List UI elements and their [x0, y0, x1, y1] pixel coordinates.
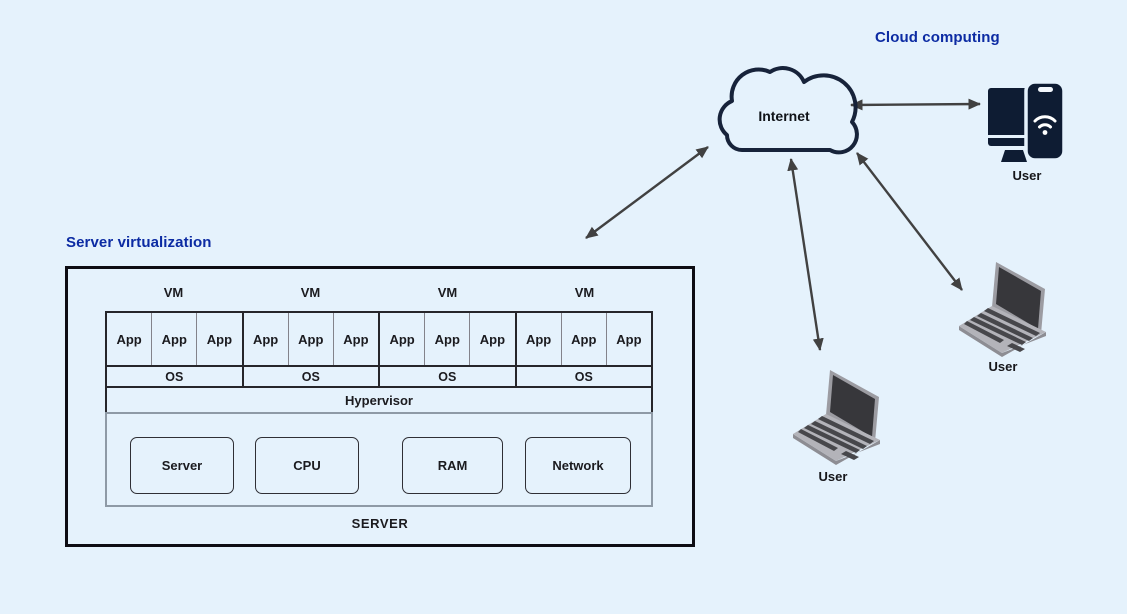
- arrow-cloud-to-serverbox: [585, 146, 709, 239]
- resource-box-network: Network: [525, 437, 631, 494]
- vm-label: VM: [574, 285, 595, 300]
- cloud-icon: [717, 66, 859, 155]
- vm-label: VM: [300, 285, 321, 300]
- internet-label: Internet: [758, 108, 810, 124]
- internet-cloud: Internet: [706, 58, 864, 156]
- app-table: App App App App App App App App App App …: [105, 311, 653, 367]
- vm-label: VM: [163, 285, 184, 300]
- vm-group: App App App: [244, 313, 380, 365]
- server-virtualization-title: Server virtualization: [66, 234, 212, 251]
- vm-labels-row: VM VM VM VM: [105, 285, 653, 303]
- app-cell: App: [616, 331, 642, 347]
- app-cell: App: [425, 313, 471, 365]
- arrow-cloud-to-laptop-right: [856, 152, 963, 291]
- vm-group: App App App: [517, 313, 652, 365]
- app-cell: App: [380, 313, 426, 365]
- server-caption: SERVER: [351, 516, 409, 531]
- app-cell: App: [289, 313, 334, 365]
- app-cell: App: [206, 331, 233, 347]
- app-cell: App: [479, 331, 506, 347]
- app-cell: App: [152, 313, 198, 365]
- os-cell: OS: [244, 367, 380, 386]
- app-cell: App: [244, 313, 289, 365]
- cloud-computing-title: Cloud computing: [875, 29, 1000, 46]
- resource-box-server: Server: [130, 437, 234, 494]
- user-laptop-left-label: User: [818, 469, 848, 484]
- user-laptop-right-label: User: [988, 359, 1018, 374]
- server-virtualization-box: [65, 266, 695, 547]
- resource-box-ram: RAM: [402, 437, 503, 494]
- laptop-icon: [959, 262, 1046, 357]
- os-cell: OS: [574, 369, 593, 384]
- vm-group: App App App: [107, 313, 244, 365]
- os-cell: OS: [107, 367, 244, 386]
- app-cell: App: [343, 331, 369, 347]
- monitor-phone-icon: [988, 80, 1066, 162]
- hypervisor-bar: Hypervisor: [105, 386, 653, 414]
- os-row: OS OS OS OS: [105, 365, 653, 388]
- app-cell: App: [107, 313, 153, 365]
- arrow-cloud-to-laptop-left: [787, 158, 824, 351]
- app-cell: App: [562, 313, 607, 365]
- arrow-cloud-to-user-devices: [850, 98, 981, 111]
- vm-label: VM: [437, 285, 458, 300]
- hardware-container: Server CPU RAM Network: [105, 412, 653, 507]
- vm-group: App App App: [380, 313, 517, 365]
- resource-box-cpu: CPU: [255, 437, 359, 494]
- os-cell: OS: [380, 367, 517, 386]
- laptop-icon: [793, 370, 880, 465]
- app-cell: App: [517, 313, 562, 365]
- user-devices-label: User: [1012, 168, 1042, 183]
